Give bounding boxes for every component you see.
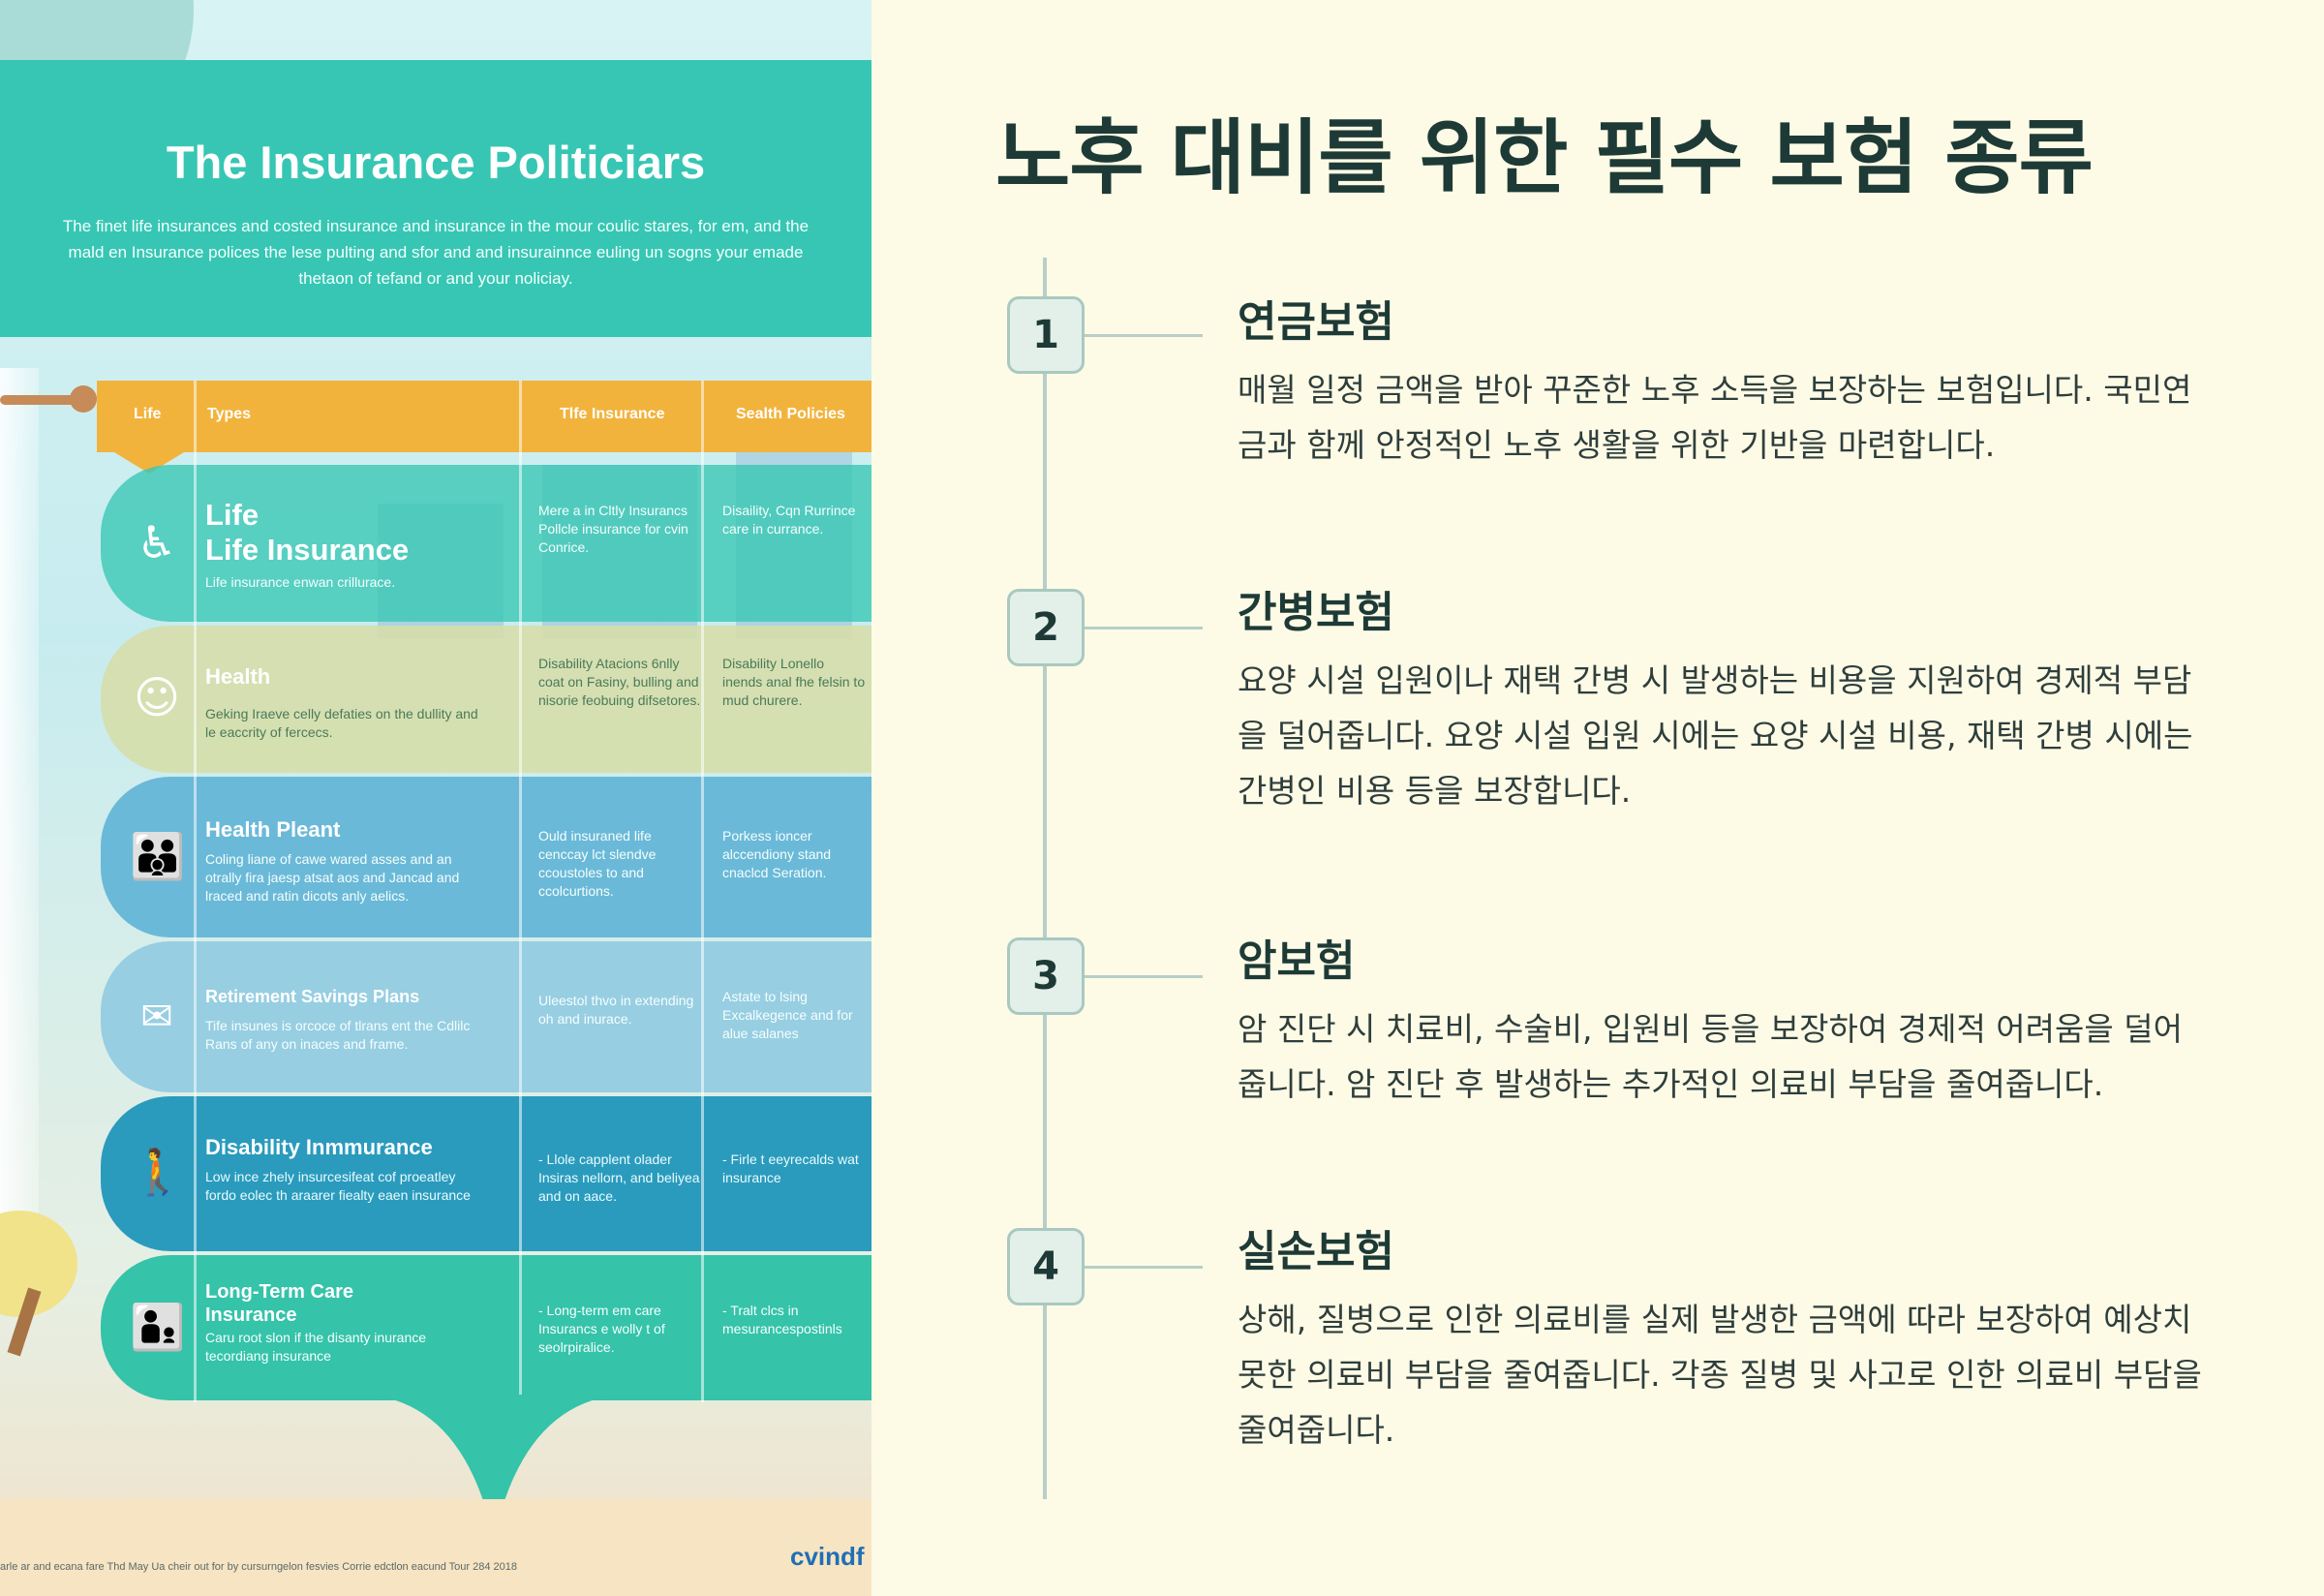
- step-title: 연금보험: [1238, 297, 1394, 347]
- column-header: Tlfe Insurance: [560, 406, 665, 422]
- step-connector: [1085, 1266, 1203, 1269]
- column-header: Sealth Policies: [736, 406, 845, 422]
- speech-tail: [368, 1395, 620, 1540]
- row-title: Life: [205, 498, 260, 532]
- column-divider: [701, 381, 704, 1402]
- timeline-line: [1043, 258, 1047, 1499]
- table-row: 👪 Health Pleant Coling liane of cawe war…: [101, 777, 872, 937]
- step-description: 암 진단 시 치료비, 수술비, 입원비 등을 보장하여 경제적 어려움을 덜어…: [1238, 1010, 2183, 1103]
- table-row: 👨‍👦 Long-Term Care Insurance Caru root s…: [101, 1255, 872, 1400]
- step-description: 요양 시설 입원이나 재택 간병 시 발생하는 비용을 지원하여 경제적 부담을…: [1238, 661, 2193, 810]
- walking-icon: 🚶: [130, 1146, 186, 1198]
- row-description: Caru root slon if the disanty inurance t…: [205, 1330, 427, 1364]
- poster-header-band: [0, 60, 872, 337]
- column-divider: [194, 381, 197, 1402]
- row-cell: Disability Lonello inends anal fhe felsi…: [722, 656, 866, 708]
- row-cell: Astate to lsing Excalkegence and for alu…: [722, 989, 853, 1041]
- poster-footer: arle ar and ecana fare Thd May Ua cheir …: [0, 1561, 518, 1573]
- table-header: Life Types Tlfe Insurance Sealth Policie…: [97, 381, 872, 452]
- row-title: Health Pleant: [205, 817, 341, 842]
- table-row: 🚶 Disability Inmmurance Low ince zhely i…: [101, 1096, 872, 1251]
- step-number: 3: [1007, 937, 1085, 1015]
- row-cell: Ould insuraned life cenccay lct slendve …: [538, 828, 657, 899]
- row-cell: Disability Atacions 6nlly coat on Fasiny…: [538, 656, 701, 708]
- step-number: 4: [1007, 1228, 1085, 1305]
- chair-decoration: [0, 1211, 77, 1317]
- curtain-rod: [0, 395, 87, 405]
- envelope-icon: ✉: [140, 995, 173, 1039]
- row-description: Tife insunes is orcoce of tlrans ent the…: [205, 1018, 471, 1052]
- row-cell: Disaility, Cqn Rurrince care in currance…: [722, 503, 856, 537]
- row-cell: Mere a in Cltly Insurancs Pollcle insura…: [538, 503, 688, 555]
- row-title: Health: [205, 664, 271, 689]
- step-connector: [1085, 627, 1203, 629]
- row-description: Life insurance enwan crillurace.: [205, 574, 396, 590]
- curtain-decoration: [0, 368, 39, 1240]
- row-title: Long-Term Care Insurance: [205, 1281, 353, 1326]
- row-cell: - Firle t eeyrecalds wat insurance: [722, 1151, 859, 1185]
- step-connector: [1085, 334, 1203, 337]
- person-cane-icon: ♿: [137, 516, 177, 568]
- table-row: ✉ Retirement Savings Plans Tife insunes …: [101, 941, 872, 1092]
- row-title: Retirement Savings Plans: [205, 987, 420, 1006]
- row-cell: - Llole capplent olader Insiras nellorn,…: [538, 1151, 700, 1204]
- step-number: 2: [1007, 589, 1085, 666]
- row-cell: Porkess ioncer alccendiony stand cnaclcd…: [722, 828, 832, 880]
- column-divider: [519, 381, 522, 1402]
- row-cell: Uleestol thvo in extending oh and inurac…: [538, 993, 694, 1027]
- row-description: Geking Iraeve celly defaties on the dull…: [205, 706, 478, 740]
- step-title: 실손보험: [1238, 1227, 1394, 1276]
- row-title: Disability Inmmurance: [205, 1135, 433, 1159]
- page-title: 노후 대비를 위한 필수 보험 종류: [995, 110, 2094, 205]
- step-number: 1: [1007, 296, 1085, 374]
- step-description: 상해, 질병으로 인한 의료비를 실제 발생한 금액에 따라 보장하여 예상치 …: [1238, 1301, 2202, 1449]
- column-header: Life: [134, 406, 162, 422]
- curtain-rod-knob: [70, 385, 97, 413]
- brand-logo: cvindf: [790, 1542, 865, 1571]
- care-icon: 👨‍👦: [130, 1301, 186, 1353]
- step-connector: [1085, 975, 1203, 978]
- row-description: Coling liane of cawe wared asses and an …: [205, 851, 460, 904]
- table-row: ♿ Life Life Insurance Life insurance enw…: [101, 465, 872, 622]
- row-title: Life Insurance: [205, 533, 410, 567]
- row-description: Low ince zhely insurcesifeat cof proeatl…: [205, 1169, 471, 1203]
- health-icon: ☺: [134, 671, 180, 723]
- family-icon: 👪: [130, 830, 186, 882]
- column-header: Types: [207, 406, 252, 422]
- floor: [0, 1499, 872, 1596]
- poster-subtitle: The finet life insurances and costed ins…: [62, 217, 810, 288]
- step-description: 매월 일정 금액을 받아 꾸준한 노후 소득을 보장하는 보험입니다. 국민연금…: [1238, 371, 2192, 464]
- poster-title: The Insurance Politiciars: [166, 137, 706, 188]
- insurance-infographic: The Insurance Politiciars The finet life…: [0, 0, 872, 1596]
- table-row: ☺ Health Geking Iraeve celly defaties on…: [101, 626, 872, 773]
- step-title: 간병보험: [1238, 588, 1394, 637]
- row-cell: - Long-term em care Insurancs e wolly t …: [538, 1303, 665, 1355]
- step-title: 암보험: [1238, 936, 1356, 986]
- row-cell: - Tralt clcs in mesurancespostinls: [722, 1303, 842, 1336]
